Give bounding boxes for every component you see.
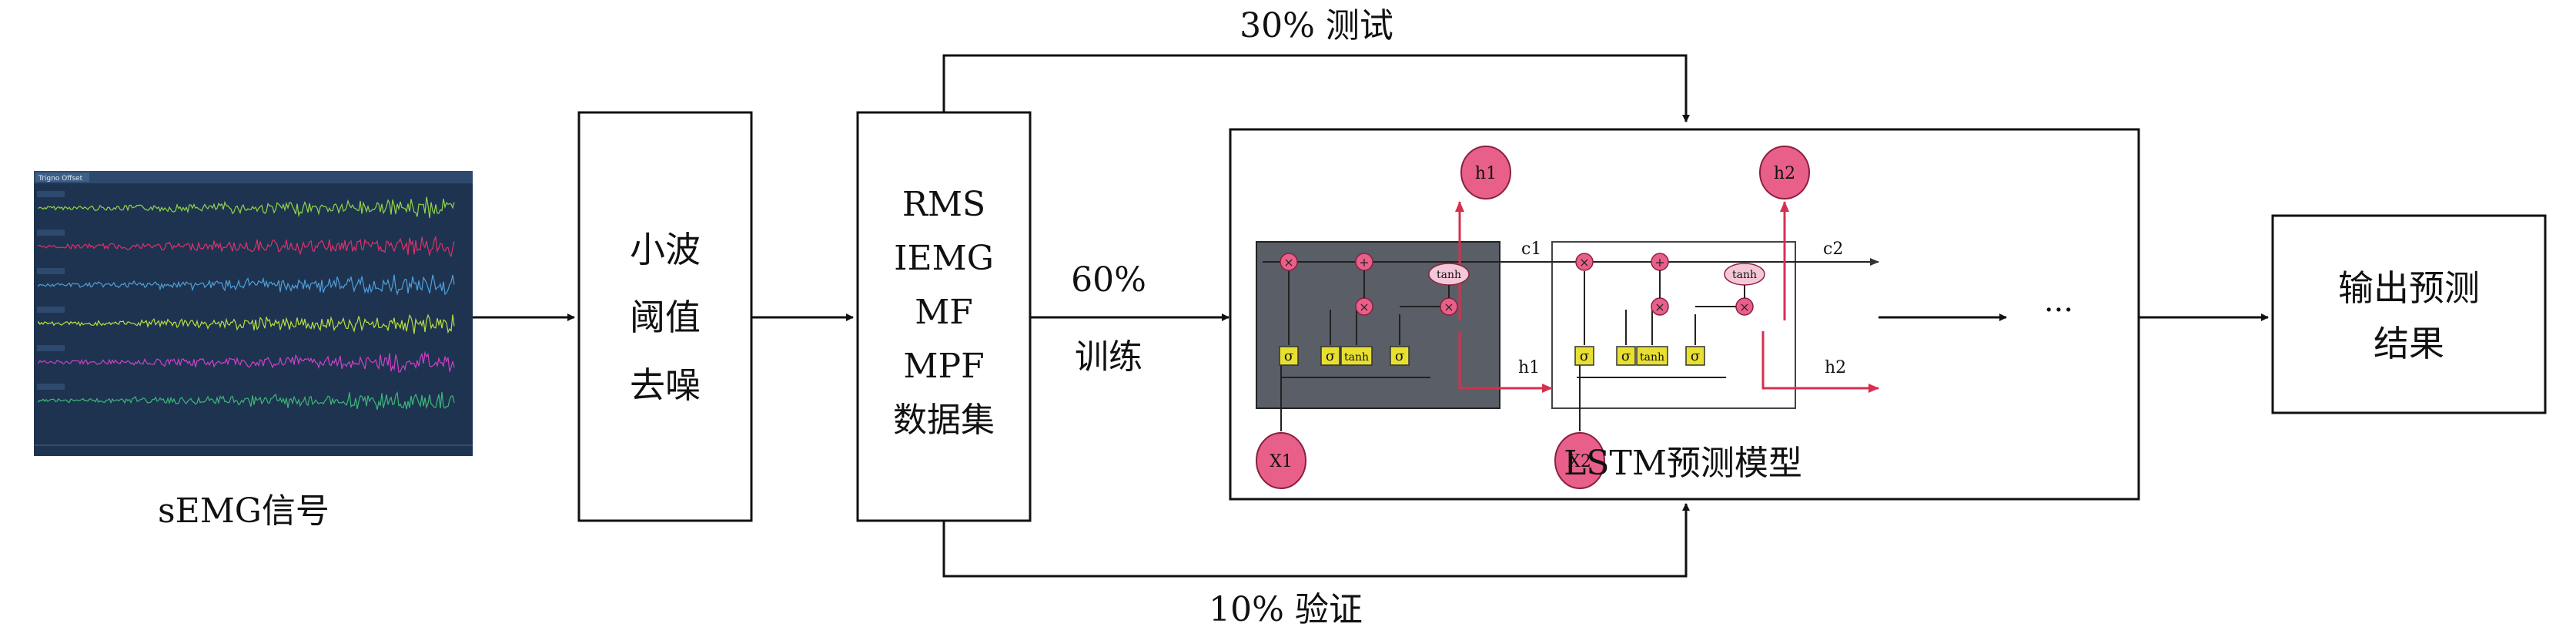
cell-2-sigma-gate-4 <box>1685 346 1705 366</box>
cell-2-pointwise-symbol-4: × <box>1739 300 1749 314</box>
channel-label-4 <box>37 307 65 313</box>
feature-dataset: 数据集 <box>893 401 995 440</box>
signal-channel-6 <box>38 391 455 410</box>
output-line-2-text: 结果 <box>2374 323 2444 364</box>
validate-label: 10% 验证 <box>1209 590 1363 629</box>
output-node-h2: h2 <box>1759 146 1810 199</box>
arrow-test <box>942 54 1690 122</box>
hidden-label-1: h1 <box>1518 358 1540 377</box>
features-box <box>856 111 1032 522</box>
output-node-h1: h1 <box>1460 146 1511 199</box>
cell-state-label-1: c1 <box>1521 240 1541 259</box>
signal-channel-3 <box>38 274 455 296</box>
cell-1-pointwise-symbol-4: × <box>1444 300 1454 314</box>
cell-1-tanh-output-label: tanh <box>1437 269 1461 281</box>
cell-2-pointwise-symbol-1: × <box>1579 255 1589 270</box>
cell-2-pointwise-symbol-2: + <box>1654 255 1664 270</box>
cell-1-sigma-gate-1 <box>1279 346 1299 366</box>
test-label: 30% 测试 <box>1239 6 1393 45</box>
cell-1-pointwise-symbol-1: × <box>1283 255 1293 270</box>
denoise-line-1: 小波 <box>630 229 701 270</box>
train-label: 训练 <box>1075 337 1142 377</box>
input-node-x1-label: X1 <box>1270 452 1293 471</box>
channel-label-1 <box>37 191 65 197</box>
output-node-h2-label: h2 <box>1774 164 1795 183</box>
signal-panel-background <box>34 171 473 456</box>
feature-iemg: IEMG <box>894 239 994 278</box>
output-node-h1-label: h1 <box>1475 164 1497 183</box>
channel-label-2 <box>37 230 65 236</box>
cell-2-pointwise-op-1 <box>1575 253 1594 271</box>
channel-label-6 <box>37 384 65 390</box>
denoise-line-2: 阈值 <box>630 297 701 338</box>
channel-label-3 <box>37 268 65 274</box>
cell-1-gate-label-1: σ <box>1284 348 1293 364</box>
cell-1-gate-label-2: σ <box>1326 348 1335 364</box>
hidden-state-line-1 <box>1458 331 1553 393</box>
cell-2-pointwise-symbol-3: × <box>1654 300 1664 314</box>
feature-mf: MF <box>915 293 973 332</box>
cell-1-pointwise-symbol-3: × <box>1359 300 1369 314</box>
signal-channel-4 <box>38 313 455 334</box>
cell-1-gate-label-3: tanh <box>1344 351 1369 364</box>
cell-1-tanh-gate <box>1340 346 1373 366</box>
signal-channel-5 <box>38 350 455 373</box>
cell-2-sigma-gate-2 <box>1616 346 1636 366</box>
feature-rms: RMS <box>902 185 985 224</box>
hidden-state-line-2 <box>1761 331 1879 393</box>
cell-2-tanh-gate <box>1636 346 1668 366</box>
cell-1-pointwise-op-1 <box>1280 253 1298 271</box>
cell-2-tanh-output-label: tanh <box>1732 269 1757 281</box>
cell-state-label-2: c2 <box>1823 240 1843 259</box>
cell-2-gate-label-1: σ <box>1580 348 1589 364</box>
signal-panel-title: Trigno Offset <box>38 175 83 183</box>
input-node-x1: X1 <box>1256 432 1306 489</box>
signal-channels <box>37 191 455 410</box>
denoise-box <box>577 111 753 522</box>
semg-signal-caption: sEMG信号 <box>158 491 330 531</box>
arrow-validate <box>942 503 1690 578</box>
input-node-x2-label: X2 <box>1568 452 1591 471</box>
feature-mpf: MPF <box>903 347 984 386</box>
train-percent: 60% <box>1071 260 1146 300</box>
input-node-x2: X2 <box>1554 432 1605 489</box>
signal-channel-2 <box>38 235 455 258</box>
semg-signal-panel: Trigno Offset <box>34 171 473 456</box>
signal-channel-1 <box>38 196 455 219</box>
continuation-dots: ··· <box>2044 293 2073 328</box>
cell-2-gate-label-4: σ <box>1691 348 1700 364</box>
cell-1-sigma-gate-2 <box>1320 346 1340 366</box>
cell-2-sigma-gate-1 <box>1574 346 1594 366</box>
cell-2-gate-label-3: tanh <box>1640 351 1664 364</box>
signal-panel-header <box>34 171 473 183</box>
cell-2-gate-label-2: σ <box>1621 348 1631 364</box>
denoise-line-3: 去噪 <box>630 364 701 406</box>
signal-panel-tab <box>35 173 89 182</box>
cell-1-pointwise-symbol-2: + <box>1359 255 1369 270</box>
cell-1-sigma-gate-4 <box>1390 346 1410 366</box>
lstm-title: LSTM预测模型 <box>1564 444 1802 483</box>
output-line-1-text: 输出预测 <box>2338 267 2480 309</box>
output-box <box>2271 214 2547 414</box>
channel-label-5 <box>37 345 65 351</box>
cell-1-gate-label-4: σ <box>1395 348 1404 364</box>
hidden-label-2: h2 <box>1825 358 1846 377</box>
